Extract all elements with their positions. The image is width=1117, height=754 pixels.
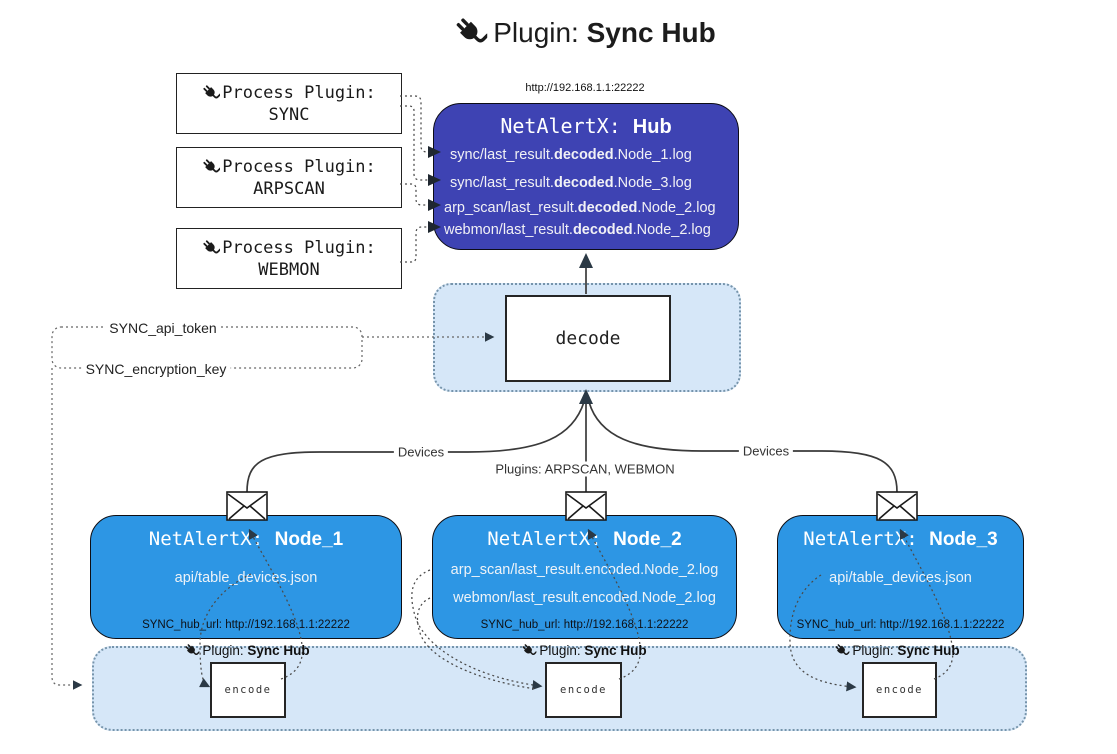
encode-box-node2: encode [545, 662, 622, 718]
hub-url-label: http://192.168.1.1:22222 [525, 82, 645, 94]
page-title: Plugin: Sync Hub [454, 16, 716, 49]
band-plugin-label-node2: Plugin: Sync Hub [521, 643, 647, 658]
node-title: NetAlertX: Node_3 [803, 528, 998, 550]
node-title: NetAlertX: Node_2 [487, 528, 682, 550]
devices-edge-label-left: Devices [393, 444, 449, 460]
hub-log-row: webmon/last_result.decoded.Node_2.log [444, 222, 711, 238]
process-plugin-label: Process Plugin: [222, 237, 376, 258]
sync-encryption-key-label: SYNC_encryption_key [81, 361, 231, 377]
node-title: NetAlertX: Node_1 [148, 528, 344, 550]
plug-icon [521, 643, 537, 658]
plugin-to-hub-edges [400, 95, 429, 263]
sync-api-token-label: SYNC_api_token [105, 320, 221, 336]
title-prefix: Plugin: [493, 16, 587, 48]
hub-log-row: arp_scan/last_result.decoded.Node_2.log [444, 200, 716, 216]
devices-edge-label-right: Devices [738, 443, 794, 459]
encode-box-node3: encode [862, 662, 937, 718]
process-plugin-name: ARPSCAN [253, 178, 325, 199]
process-plugin-webmon-box: Process Plugin: WEBMON [176, 228, 402, 289]
plug-icon [202, 238, 221, 257]
node-hub-url: SYNC_hub_url: http://192.168.1.1:22222 [480, 619, 689, 631]
hub-title: NetAlertX: Hub [434, 114, 738, 139]
decode-box: decode [505, 295, 671, 382]
hub-log-row: sync/last_result.decoded.Node_1.log [450, 147, 692, 163]
plug-icon [184, 643, 200, 658]
process-plugin-name: SYNC [268, 104, 310, 125]
process-plugin-label: Process Plugin: [222, 156, 376, 177]
plug-icon [202, 83, 221, 102]
node2-box: NetAlertX: Node_2 arp_scan/last_result.e… [432, 515, 737, 639]
node1-box: NetAlertX: Node_1 api/table_devices.json… [90, 515, 402, 639]
node3-box: NetAlertX: Node_3 api/table_devices.json… [777, 515, 1024, 639]
band-plugin-label-node3: Plugin: Sync Hub [834, 643, 960, 658]
plug-icon [202, 157, 221, 176]
page-title-text: Plugin: Sync Hub [493, 17, 716, 49]
process-plugin-name: WEBMON [258, 259, 320, 280]
hub-log-row: sync/last_result.decoded.Node_3.log [450, 175, 692, 191]
title-name: Sync Hub [586, 16, 716, 48]
hub-title-prefix: NetAlertX: [500, 114, 633, 138]
node-data-row: api/table_devices.json [829, 570, 972, 586]
encode-box-node1: encode [210, 662, 286, 718]
process-plugin-arpscan-box: Process Plugin: ARPSCAN [176, 147, 402, 208]
plug-icon [834, 643, 850, 658]
plugins-edge-label: Plugins: ARPSCAN, WEBMON [491, 461, 679, 477]
node-hub-url: SYNC_hub_url: http://192.168.1.1:22222 [796, 619, 1005, 631]
node-data-row: webmon/last_result.encoded.Node_2.log [453, 590, 716, 606]
node-data-row: api/table_devices.json [174, 570, 318, 586]
plug-icon [454, 16, 488, 49]
process-plugin-label: Process Plugin: [222, 82, 376, 103]
band-plugin-label-node1: Plugin: Sync Hub [184, 643, 310, 658]
process-plugin-sync-box: Process Plugin: SYNC [176, 73, 402, 134]
node-data-row: arp_scan/last_result.encoded.Node_2.log [450, 562, 719, 578]
hub-title-name: Hub [632, 116, 672, 138]
node-hub-url: SYNC_hub_url: http://192.168.1.1:22222 [142, 619, 350, 631]
hub-box: NetAlertX: Hub sync/last_result.decoded.… [433, 103, 739, 250]
